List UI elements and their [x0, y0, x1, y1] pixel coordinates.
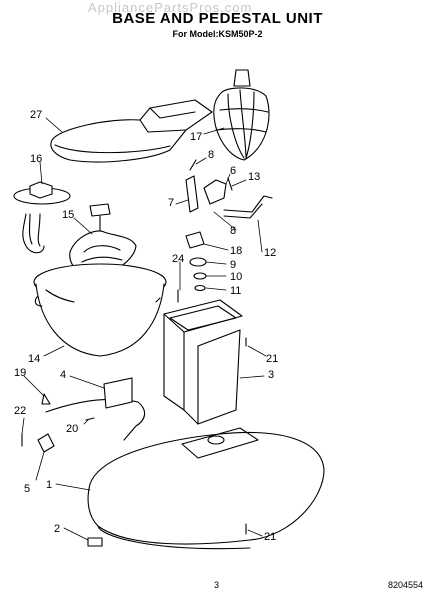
- callout-1: 1: [46, 479, 52, 491]
- callout-19: 19: [14, 367, 26, 379]
- watermark: AppliancePartsPros.com: [88, 0, 253, 15]
- callout-5: 5: [24, 483, 30, 495]
- part-bowl-support: [45, 377, 146, 441]
- callout-20: 20: [66, 423, 78, 435]
- callout-3: 3: [268, 369, 274, 381]
- callout-11: 11: [230, 285, 241, 297]
- callout-8-lower: 8: [230, 225, 236, 237]
- diagram-title: BASE AND PEDESTAL UNIT: [112, 10, 323, 27]
- callout-9: 9: [230, 259, 236, 271]
- callout-4: 4: [60, 369, 66, 381]
- callout-16: 16: [30, 153, 42, 165]
- part-pedestal-column: [163, 299, 243, 425]
- callout-14: 14: [28, 353, 40, 365]
- part-lever: [185, 175, 199, 213]
- callout-27: 27: [30, 109, 42, 121]
- callout-15: 15: [62, 209, 74, 221]
- callout-24: 24: [172, 253, 184, 265]
- part-pin-19: [41, 393, 51, 405]
- model-subtitle: For Model:KSM50P-2: [172, 29, 263, 39]
- callout-2: 2: [54, 523, 60, 535]
- callout-22: 22: [14, 405, 26, 417]
- part-pouring-shield: [50, 99, 213, 163]
- part-crank-handle: [223, 195, 273, 219]
- part-bracket-stack: [185, 231, 207, 292]
- callout-17: 17: [190, 131, 202, 143]
- part-base: [87, 427, 325, 550]
- part-splash-plate: [13, 181, 71, 205]
- callout-21-lower: 21: [264, 531, 276, 543]
- callout-10: 10: [230, 271, 242, 283]
- callout-21-upper: 21: [266, 353, 278, 365]
- callout-12: 12: [264, 247, 276, 259]
- page-number: 3: [214, 580, 220, 590]
- part-dough-hook: [22, 213, 45, 254]
- part-foot: [87, 537, 103, 547]
- part-hinge-pin: [189, 159, 197, 171]
- callout-18: 18: [230, 245, 242, 257]
- callout-13: 13: [248, 171, 260, 183]
- callout-7: 7: [168, 197, 174, 209]
- part-mixing-bowl: [33, 263, 167, 357]
- part-clip-5: [37, 433, 55, 453]
- leader-lines: [21, 117, 267, 541]
- callout-6: 6: [230, 165, 236, 177]
- document-number: 8204554: [388, 580, 424, 590]
- callout-8-top: 8: [208, 149, 214, 161]
- part-screw-20: [85, 417, 95, 421]
- part-lock-plate: [203, 177, 233, 205]
- part-wire-whip: [213, 69, 270, 161]
